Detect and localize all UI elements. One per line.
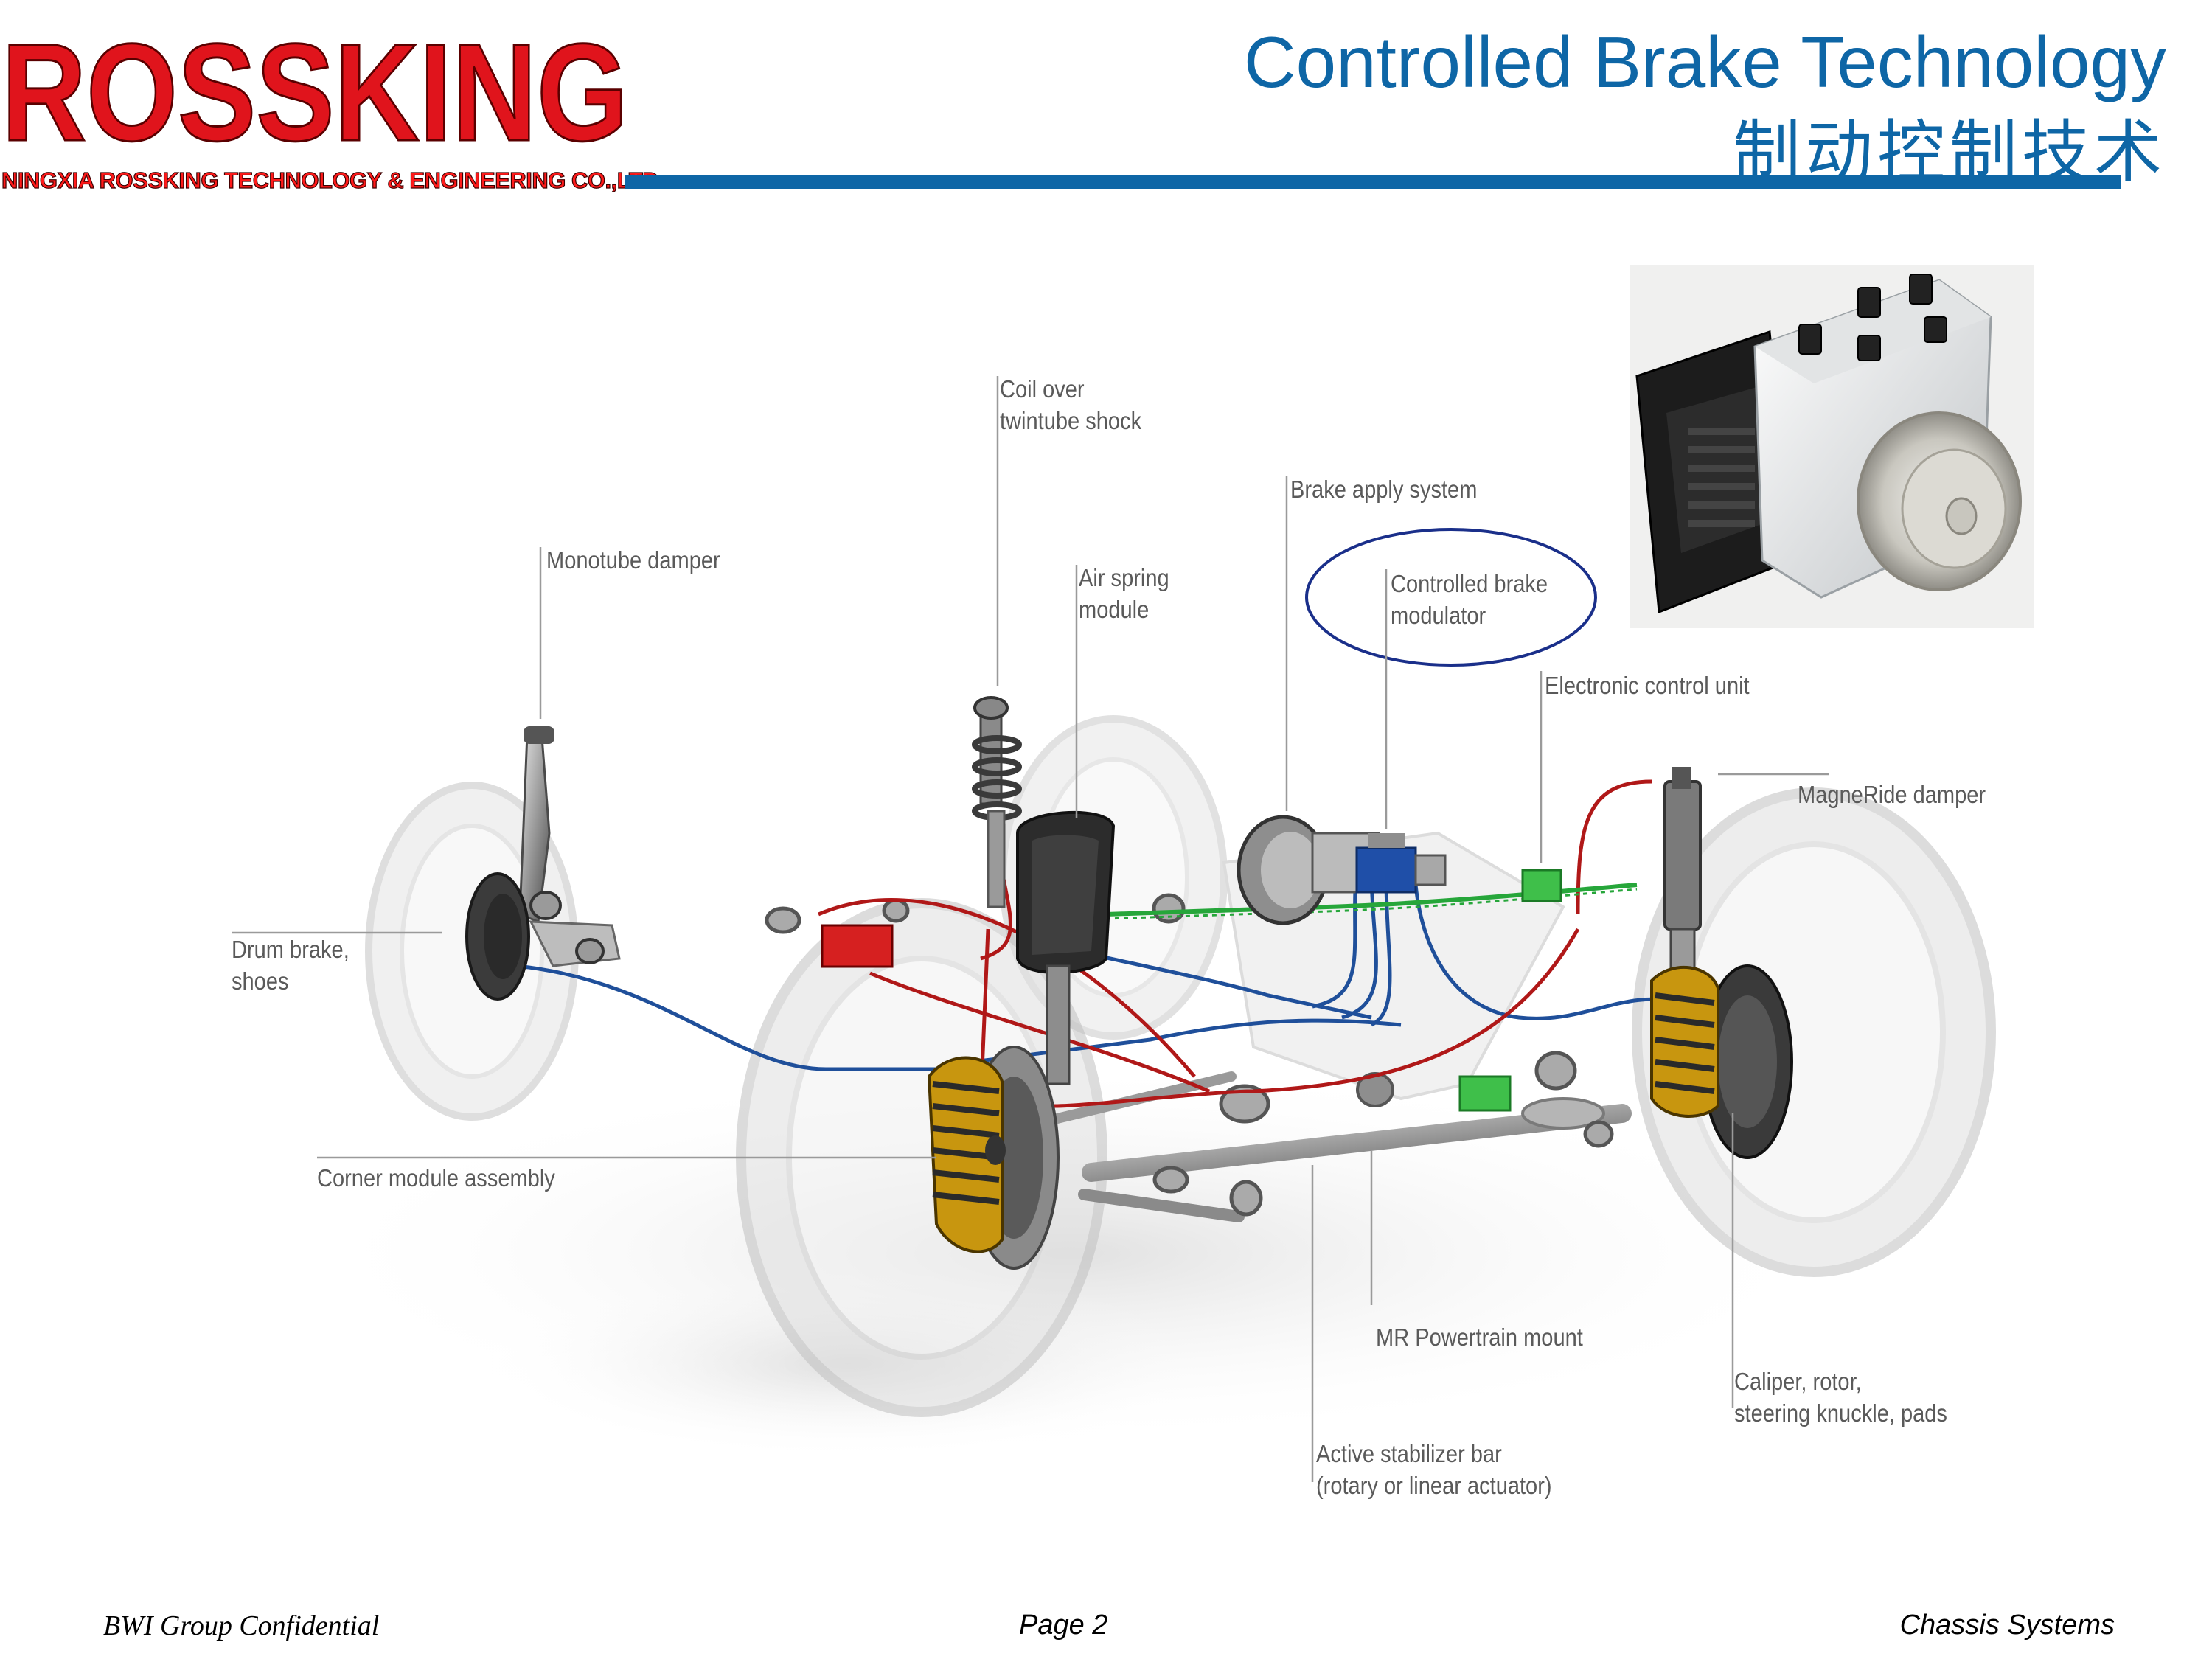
label-mr-powertrain-mount: MR Powertrain mount: [1376, 1324, 1583, 1351]
logo-wordmark: ROSSKING: [1, 29, 628, 155]
footer-section: Chassis Systems: [1899, 1610, 2115, 1641]
abs-hydraulic-unit-photo: [1630, 265, 2034, 628]
company-name: NINGXIA ROSSKING TECHNOLOGY & ENGINEERIN…: [1, 167, 659, 193]
label-active-stabilizer-bar: Active stabilizer bar (rotary or linear …: [1316, 1440, 1552, 1499]
footer-page-number: Page 2: [1019, 1610, 1108, 1641]
electronic-control-unit: [1521, 869, 1562, 902]
air-spring-module: [1016, 810, 1116, 1085]
label-brake-apply-system: Brake apply system: [1290, 476, 1478, 503]
label-air-spring-module: Air spring module: [1079, 564, 1169, 623]
page-title-chinese: 制动控制技术: [1732, 113, 2166, 192]
modulator-highlight-ellipse: [1305, 528, 1597, 667]
company-logo: ROSSKING: [1, 29, 630, 155]
coil-over-shock: [972, 696, 1022, 908]
controlled-brake-modulator: [1355, 833, 1447, 894]
label-coil-over-shock: Coil over twintube shock: [1000, 375, 1142, 434]
caliper-rotor: [1650, 964, 1793, 1159]
sensor-module: [821, 924, 894, 968]
page-title: Controlled Brake Technology: [1243, 21, 2166, 102]
label-corner-module-assembly: Corner module assembly: [317, 1164, 555, 1192]
label-drum-brake: Drum brake, shoes: [232, 936, 349, 995]
label-electronic-control-unit: Electronic control unit: [1545, 672, 1750, 699]
header-divider: [625, 175, 2121, 189]
label-caliper-rotor: Caliper, rotor, steering knuckle, pads: [1734, 1368, 1947, 1427]
label-magneride-damper: MagneRide damper: [1798, 781, 1986, 808]
drum-brake: [465, 726, 621, 1001]
label-monotube-damper: Monotube damper: [546, 546, 720, 574]
corner-module-assembly: [927, 1046, 1060, 1270]
label-controlled-brake-modulator: Controlled brake modulator: [1391, 570, 1548, 629]
footer-confidential: BWI Group Confidential: [103, 1610, 380, 1641]
